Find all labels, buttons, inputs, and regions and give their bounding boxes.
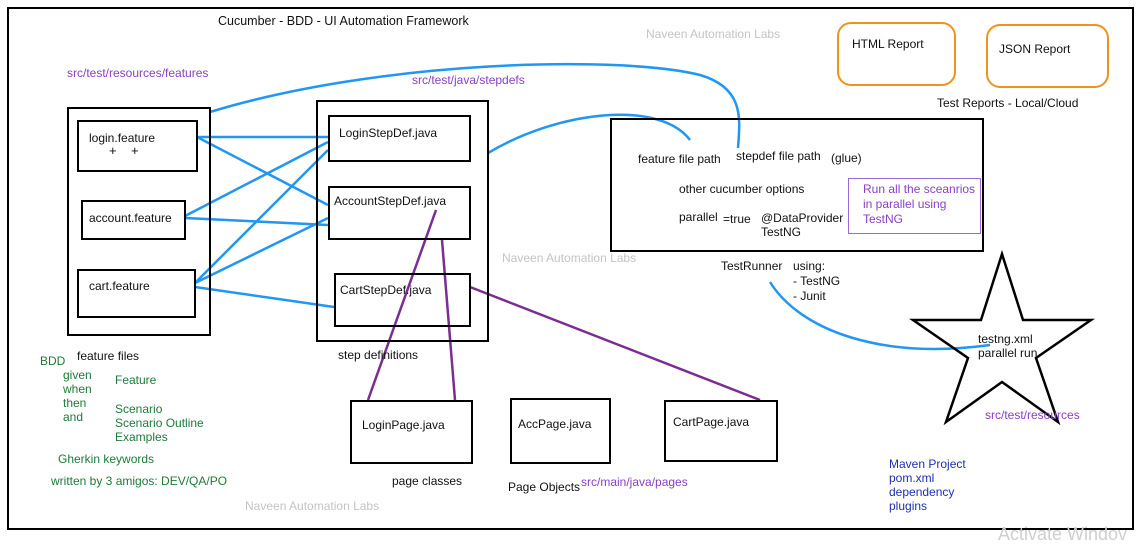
feature-login-plus-marks: + + (109, 143, 139, 158)
parallel-note-line-2: in parallel using (863, 197, 947, 211)
diagram-title: Cucumber - BDD - UI Automation Framework (218, 14, 469, 28)
runner-using-line-1: using: (793, 259, 826, 273)
feature-files-container (67, 107, 211, 336)
maven-line-2: pom.xml (889, 471, 935, 485)
runner-parallel: parallel (679, 210, 718, 224)
runner-using-line-3: - Junit (793, 289, 826, 303)
feature-box-cart[interactable] (77, 269, 196, 318)
json-report-label: JSON Report (999, 42, 1071, 56)
outer-frame (7, 7, 1134, 530)
gherkin-scenario-outline: Scenario Outline (115, 416, 204, 430)
html-report-label: HTML Report (852, 37, 924, 51)
stepdef-account-label: AccountStepDef.java (334, 194, 447, 208)
gherkin-keyword-and: and (63, 410, 84, 424)
connector-runner-to-testng (768, 281, 991, 351)
gherkin-examples: Examples (115, 430, 168, 444)
page-box-account[interactable] (510, 398, 611, 464)
parallel-note-box (848, 178, 981, 234)
page-classes-caption: page classes (392, 474, 463, 488)
features-path-label: src/test/resources/features (67, 66, 209, 80)
connector-account-stepdef-login-page (440, 239, 457, 401)
activate-windows-text: Activate Windov (998, 524, 1128, 544)
testrunner-name: TestRunner (721, 259, 783, 273)
runner-equals-true: =true (723, 212, 751, 226)
testng-star-shape (908, 249, 1096, 426)
pages-path-label: src/main/java/pages (581, 475, 688, 489)
html-report-box[interactable] (837, 22, 956, 86)
stepdefs-path-label: src/test/java/stepdefs (412, 73, 525, 87)
maven-line-1: Maven Project (889, 457, 966, 471)
parallel-note-line-3: TestNG (863, 212, 904, 226)
feature-box-account[interactable] (81, 200, 186, 240)
json-report-box[interactable] (986, 24, 1109, 88)
maven-line-4: plugins (889, 499, 928, 513)
runner-dataprovider: @DataProvider (761, 211, 844, 225)
runner-stepdef-path: stepdef file path (736, 149, 821, 163)
runner-options: other cucumber options (679, 182, 805, 196)
gherkin-feature: Feature (115, 373, 157, 387)
gherkin-keyword-when: when (63, 382, 92, 396)
gherkin-keyword-then: then (63, 396, 87, 410)
stepdef-cart-label: CartStepDef.java (340, 283, 432, 297)
connector-stepdefs-to-runner (487, 113, 691, 155)
page-cart-label: CartPage.java (673, 415, 750, 429)
stepdef-box-account[interactable] (328, 186, 471, 240)
three-amigos-caption: written by 3 amigos: DEV/QA/PO (51, 474, 228, 488)
testng-xml-label: testng.xml (978, 332, 1033, 346)
watermark-top: Naveen Automation Labs (646, 27, 781, 41)
feature-login-label: login.feature (89, 131, 156, 145)
resources-path-label: src/test/resources (985, 408, 1080, 422)
stepdefs-caption: step definitions (338, 348, 419, 362)
gherkin-keywords-caption: Gherkin keywords (58, 452, 155, 466)
feature-box-login[interactable] (77, 120, 198, 172)
connector-cart-feature-login-stepdef (194, 149, 329, 284)
connector-login-stepdef-login-page (366, 209, 438, 401)
bdd-label: BDD (40, 354, 66, 368)
gherkin-keyword-given: given (63, 368, 92, 382)
parallel-run-label: parallel run (978, 346, 1038, 360)
page-login-label: LoginPage.java (362, 418, 445, 432)
parallel-note-line-1: Run all the sceanrios (863, 182, 976, 196)
connector-cart-feature-cart-stepdef (194, 285, 335, 309)
testrunner-box[interactable] (610, 118, 984, 252)
feature-account-label: account.feature (89, 211, 172, 225)
stepdefs-container (316, 100, 489, 342)
connector-login-feature-account-stepdef (196, 135, 329, 207)
stepdef-box-cart[interactable] (334, 273, 471, 327)
page-account-label: AccPage.java (518, 417, 592, 431)
connector-cart-feature-account-stepdef (194, 216, 329, 285)
feature-cart-label: cart.feature (89, 279, 150, 293)
runner-testng: TestNG (761, 225, 802, 239)
connector-account-feature-login-stepdef (184, 140, 329, 218)
connector-cart-stepdef-cart-page (469, 285, 761, 402)
gherkin-scenario: Scenario (115, 402, 163, 416)
reports-caption: Test Reports - Local/Cloud (937, 96, 1079, 110)
feature-files-caption: feature files (77, 349, 140, 363)
watermark-middle: Naveen Automation Labs (502, 251, 637, 265)
page-box-cart[interactable] (664, 400, 778, 462)
runner-feature-path: feature file path (638, 152, 721, 166)
stepdef-box-login[interactable] (328, 115, 471, 162)
stepdef-login-label: LoginStepDef.java (339, 126, 438, 140)
maven-line-3: dependency (889, 485, 955, 499)
connector-features-to-runner (209, 62, 741, 149)
page-objects-caption: Page Objects (508, 480, 581, 494)
page-box-login[interactable] (350, 400, 473, 464)
runner-using-line-2: - TestNG (793, 274, 841, 288)
runner-glue: (glue) (831, 151, 862, 165)
watermark-bottom: Naveen Automation Labs (245, 499, 380, 513)
